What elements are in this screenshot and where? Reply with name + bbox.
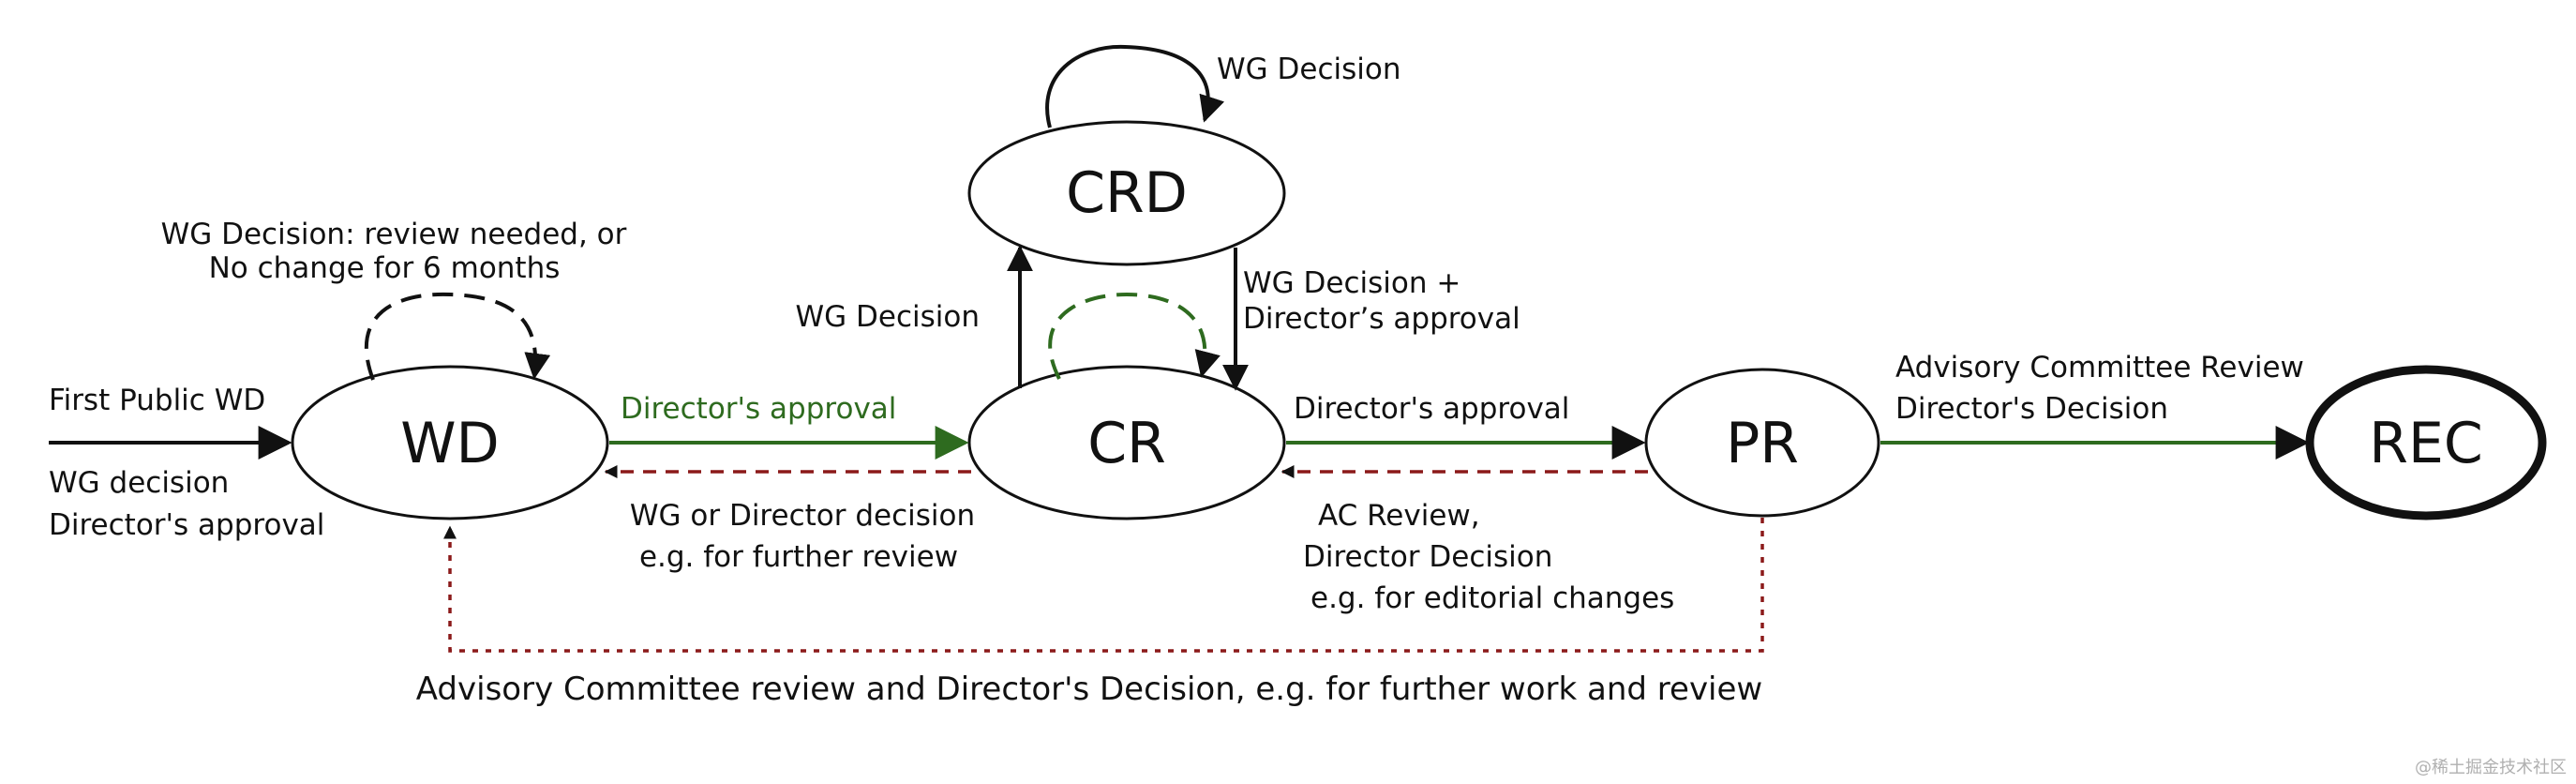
edge-cr-loop: [1048, 292, 1221, 380]
label-wd-to-cr: Director's approval: [621, 392, 896, 426]
node-pr: PR: [1644, 368, 1880, 518]
label-directors-approval-entry: Director's approval: [49, 508, 324, 542]
label-pr-to-cr-3: e.g. for editorial changes: [1310, 581, 1674, 615]
node-crd-label: CRD: [1066, 160, 1188, 226]
label-pr-to-cr-2: Director Decision: [1303, 540, 1552, 574]
label-cr-to-crd: WG Decision: [795, 300, 980, 334]
label-pr-to-cr-1: AC Review,: [1318, 499, 1480, 533]
label-pr-to-rec-1: Advisory Committee Review: [1895, 351, 2304, 384]
label-cr-to-wd-1: WG or Director decision: [630, 499, 975, 533]
node-wd: WD: [291, 365, 609, 520]
label-pr-to-wd: Advisory Committee review and Director's…: [416, 671, 1762, 708]
label-first-public-wd: First Public WD: [49, 384, 265, 417]
watermark: @稀土掘金技术社区: [2415, 758, 2567, 777]
node-wd-label: WD: [400, 411, 500, 476]
node-rec-label: REC: [2369, 411, 2483, 476]
label-wd-loop-2: No change for 6 months: [209, 251, 561, 285]
label-wg-decision: WG decision: [49, 466, 229, 500]
node-rec: REC: [2305, 365, 2547, 520]
node-cr: CR: [967, 365, 1286, 520]
label-crd-to-cr-2: Director’s approval: [1243, 302, 1520, 336]
edge-pr-wd: [443, 518, 1764, 653]
label-pr-to-rec-2: Director's Decision: [1895, 392, 2168, 426]
label-crd-to-cr-1: WG Decision +: [1243, 266, 1460, 300]
edge-crd-loop: [1045, 44, 1225, 128]
edge-wd-loop: [365, 292, 551, 381]
node-cr-label: CR: [1087, 411, 1166, 476]
label-crd-loop: WG Decision: [1217, 53, 1401, 86]
node-pr-label: PR: [1726, 411, 1799, 476]
node-crd: CRD: [967, 120, 1286, 266]
label-cr-to-pr: Director's approval: [1294, 392, 1569, 426]
label-cr-to-wd-2: e.g. for further review: [639, 540, 958, 574]
label-wd-loop-1: WG Decision: review needed, or: [161, 218, 627, 251]
